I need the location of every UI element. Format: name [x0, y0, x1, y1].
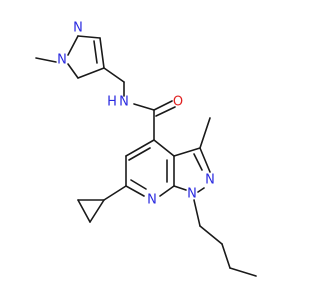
- bond-c3a-c3: [173, 147, 201, 157]
- bond-c6-n7: [125, 185, 145, 197]
- bond-c1-c2: [199, 225, 223, 245]
- atom-n-amide: N: [119, 95, 129, 110]
- bond-c6-n7-double: [130, 179, 147, 190]
- bond-c3a-c4: [153, 139, 175, 157]
- bond-n1-c7a: [173, 185, 187, 191]
- bond-c2-c3: [221, 243, 231, 269]
- bond-c3-c4: [229, 267, 257, 277]
- bond-c3-n2-double: [193, 153, 203, 171]
- bond-c3-n2: [199, 147, 211, 173]
- bond-c4-c5: [125, 139, 155, 157]
- atom-h-amide: H: [107, 95, 117, 110]
- bond-c5-n1: [67, 63, 79, 79]
- atom-n-core-2: N: [205, 173, 215, 188]
- bond-n7-c7a: [159, 185, 175, 197]
- structure-svg: N N N H O N N N: [35, 21, 257, 277]
- atom-n-pyridine: N: [147, 193, 157, 208]
- bond-methyl-n: [35, 57, 57, 63]
- bond-c3-c4: [99, 37, 105, 69]
- bond-c6-cp: [103, 185, 127, 201]
- atom-n-pyrazole-2: N: [73, 21, 83, 36]
- bond-n-co: [133, 103, 155, 111]
- bond-n2-c3: [77, 35, 101, 39]
- bond-c-o: [153, 100, 173, 111]
- atom-o-carbonyl: O: [173, 95, 183, 110]
- bond-c-o-double: [155, 106, 176, 117]
- bond-n1-c1: [193, 199, 201, 227]
- atom-n-core-1: N: [187, 187, 197, 202]
- bond-c4-c5: [77, 67, 105, 79]
- bond-c3-c4-double: [93, 40, 98, 64]
- bond-n2-n1: [197, 187, 205, 193]
- bond-cp-b: [77, 199, 91, 223]
- bond-c3-methyl: [199, 117, 211, 149]
- bond-c4-c5-double: [128, 147, 151, 161]
- bond-c4-ch2: [103, 67, 125, 83]
- molecule-diagram: N N N H O N N N: [35, 21, 257, 277]
- bond-n1-n2: [67, 35, 79, 56]
- bond-cp-a: [89, 199, 105, 223]
- atom-n-pyrazole-1: N: [57, 53, 67, 68]
